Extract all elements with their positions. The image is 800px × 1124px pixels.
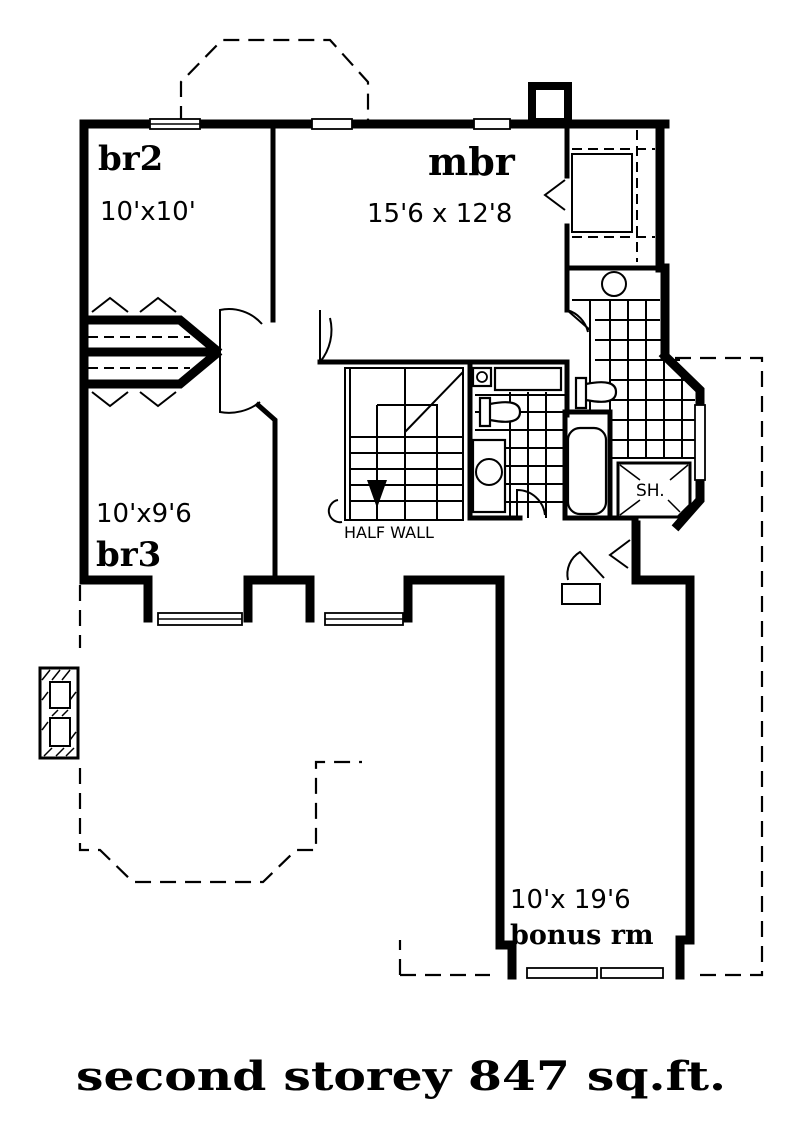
windows <box>149 118 706 979</box>
hall-bath <box>471 366 608 518</box>
half-wall-label: HALF WALL <box>344 523 434 542</box>
lower-storey-outline <box>78 356 764 977</box>
br3-label: br3 <box>96 535 161 575</box>
mbr-label: mbr <box>428 139 516 184</box>
bonus-room-dimensions: 10'x 19'6 <box>510 885 631 915</box>
toilet-icon <box>574 376 618 410</box>
bonus-room-label: bonus rm <box>510 920 654 951</box>
stair-direction-arrow-icon <box>367 480 387 508</box>
shower-label: SH. <box>636 481 665 501</box>
br2-dimensions: 10'x10' <box>100 197 196 227</box>
br2-label: br2 <box>98 139 163 179</box>
top-chimney <box>528 82 572 126</box>
br3-dimensions: 10'x9'6 <box>96 499 192 529</box>
shower: SH. <box>616 461 692 519</box>
plan-caption: second storey 847 sq.ft. <box>76 1053 726 1100</box>
mbr-dimensions: 15'6 x 12'8 <box>367 199 512 229</box>
stairs <box>327 367 464 524</box>
room-labels: br2 10'x10' mbr 15'6 x 12'8 10'x9'6 br3 … <box>96 139 654 951</box>
exterior-walls <box>79 119 705 980</box>
doors <box>219 308 631 605</box>
master-bath: SH. <box>572 271 695 519</box>
toilet-icon <box>478 396 522 428</box>
hall-closets <box>88 296 190 408</box>
top-bay-outline <box>179 38 370 122</box>
chimney <box>38 666 80 760</box>
mbr-closet <box>543 130 655 262</box>
